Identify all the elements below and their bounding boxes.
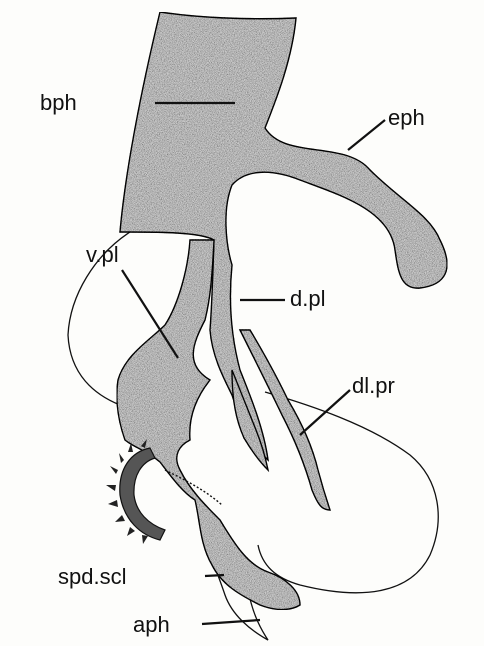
dlpr-leader [300,390,350,435]
label-bph: bph [40,90,77,115]
label-eph: eph [388,105,425,130]
dorsal-plate-branch [232,370,268,470]
label-d-pl: d.pl [290,286,325,311]
aph-leader [202,620,260,624]
label-v-pl: v.pl [86,242,119,267]
label-aph: aph [133,612,170,637]
stippled-sclerites [117,12,447,610]
label-spd-scl: spd.scl [58,564,126,589]
label-dl-pr: dl.pr [352,373,395,398]
eph-leader [348,120,385,150]
ventral-plate [117,240,300,610]
spdscl-leader [205,575,224,576]
